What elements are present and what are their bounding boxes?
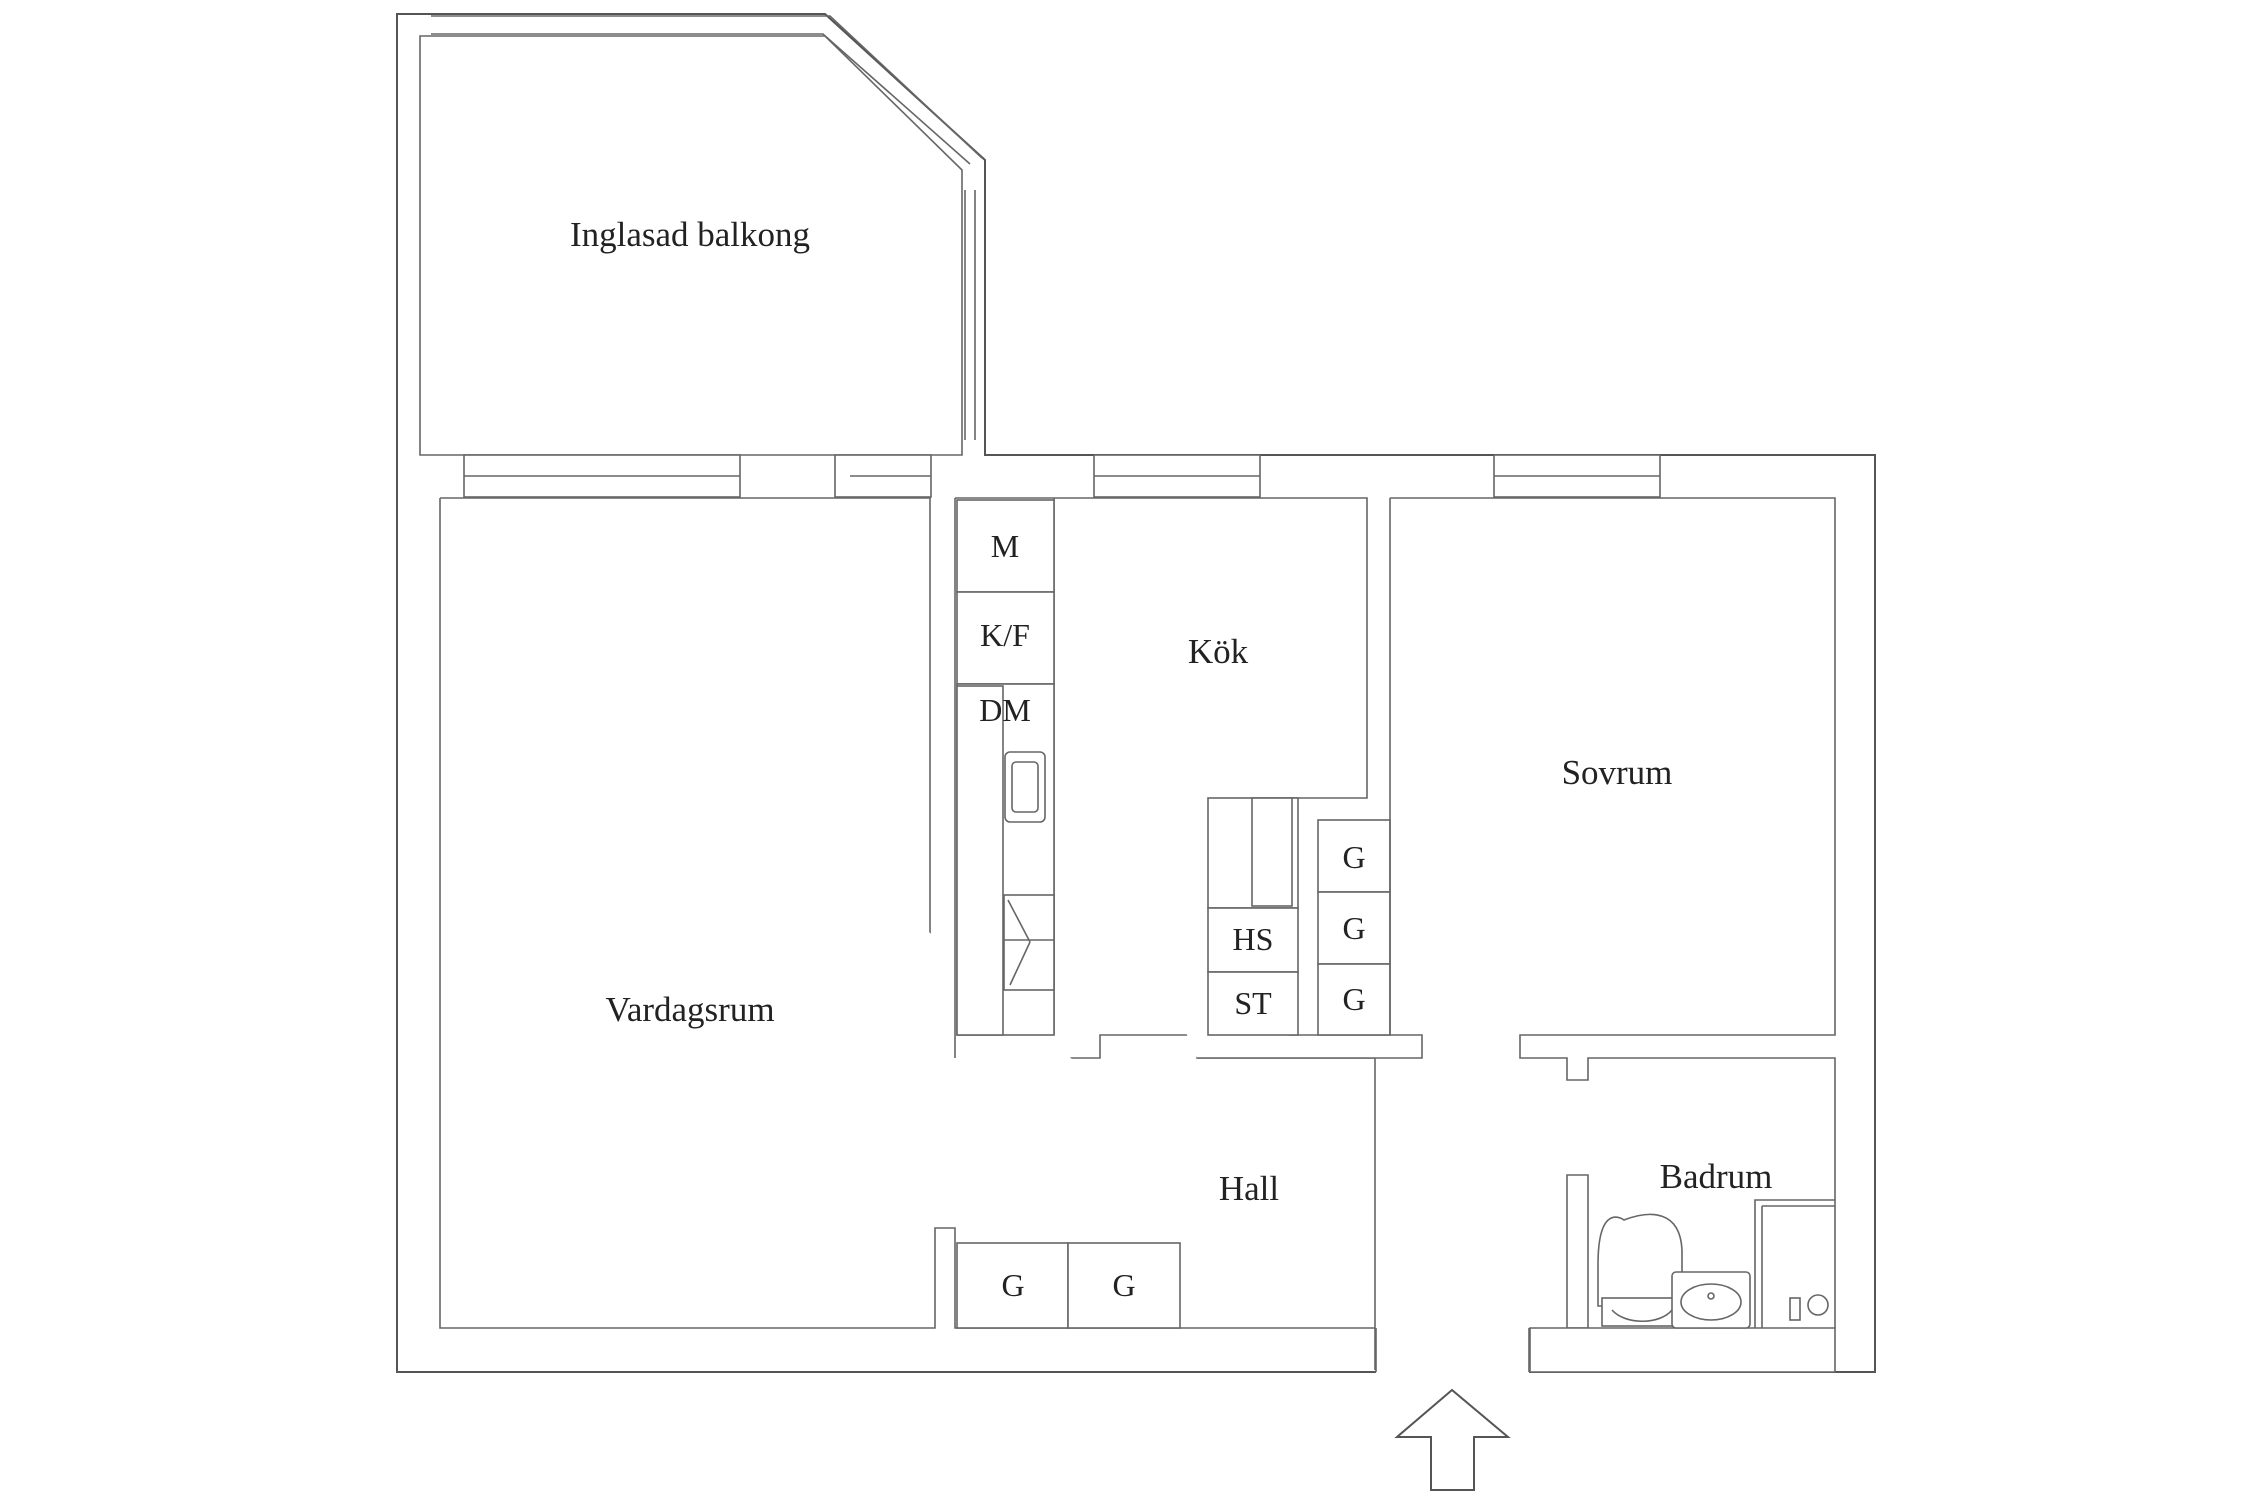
fixture-label-fridge-freezer: K/F [980, 617, 1030, 653]
fixture-label-microwave: M [991, 528, 1019, 564]
room-label-bedroom: Sovrum [1562, 753, 1673, 792]
room-label-living: Vardagsrum [605, 990, 774, 1029]
fixture-label-wardrobe: G [1342, 981, 1365, 1017]
room-label-bathroom: Badrum [1660, 1157, 1773, 1196]
windows [463, 454, 1661, 498]
fixture-label-tall-cabinet: HS [1233, 921, 1274, 957]
kitchen-sink-icon [1004, 751, 1046, 823]
fixture-label-wardrobe: G [1112, 1267, 1135, 1303]
toilet-icon [1597, 1213, 1683, 1327]
fixture-label-dishwasher: DM [979, 692, 1031, 728]
stove-icon [1003, 894, 1055, 991]
fixture-label-wardrobe: G [1342, 910, 1365, 946]
entrance-arrow-icon [1394, 1388, 1511, 1491]
room-label-kitchen: Kök [1188, 632, 1249, 671]
room-label-balcony: Inglasad balkong [570, 215, 810, 254]
fixture-label-wardrobe: G [1001, 1267, 1024, 1303]
entrance-opening [1375, 1328, 1530, 1373]
bathroom-room [1529, 1174, 1836, 1373]
fixture-label-stove: ST [1234, 985, 1272, 1021]
faucet-icon [1789, 1294, 1829, 1321]
kitchen-counter [956, 499, 1055, 1036]
room-label-hall: Hall [1219, 1169, 1280, 1208]
hall-wardrobes [956, 1242, 1181, 1329]
fixture-label-wardrobe: G [1342, 839, 1365, 875]
sink-icon [1671, 1271, 1751, 1329]
balcony-room [419, 15, 983, 456]
bedroom-room [1389, 497, 1836, 1328]
kitchen-cabinets [1207, 797, 1391, 1036]
